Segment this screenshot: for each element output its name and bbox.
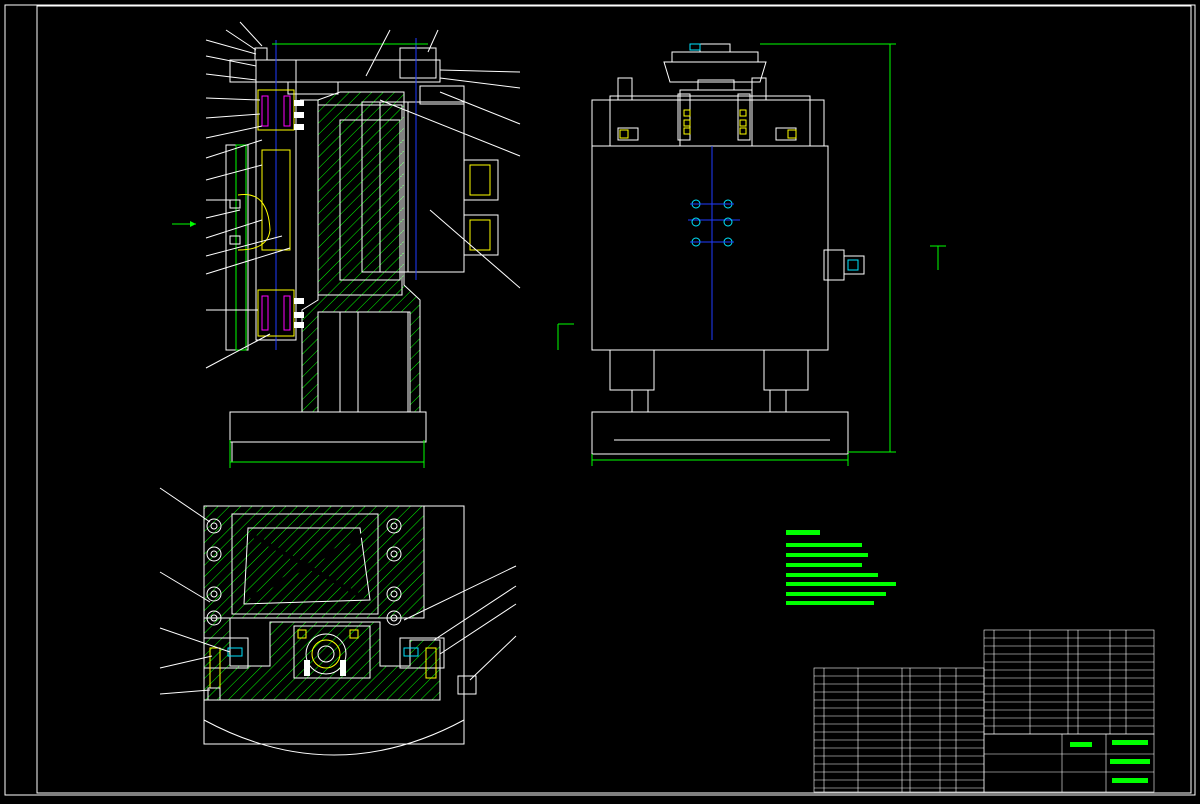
front-section-view — [172, 21, 521, 468]
outer-frame — [4, 4, 1196, 796]
title-block — [813, 629, 1155, 793]
side-view — [557, 43, 946, 466]
side-main-body — [591, 145, 829, 351]
inner-frame — [36, 5, 1192, 794]
front-base — [229, 411, 427, 443]
side-base — [591, 411, 849, 455]
tech-requirements — [786, 530, 896, 605]
bottom-section-view — [159, 487, 517, 756]
side-handwheel — [663, 61, 767, 83]
front-body-hatched — [300, 91, 421, 413]
front-top-arm — [229, 59, 441, 83]
